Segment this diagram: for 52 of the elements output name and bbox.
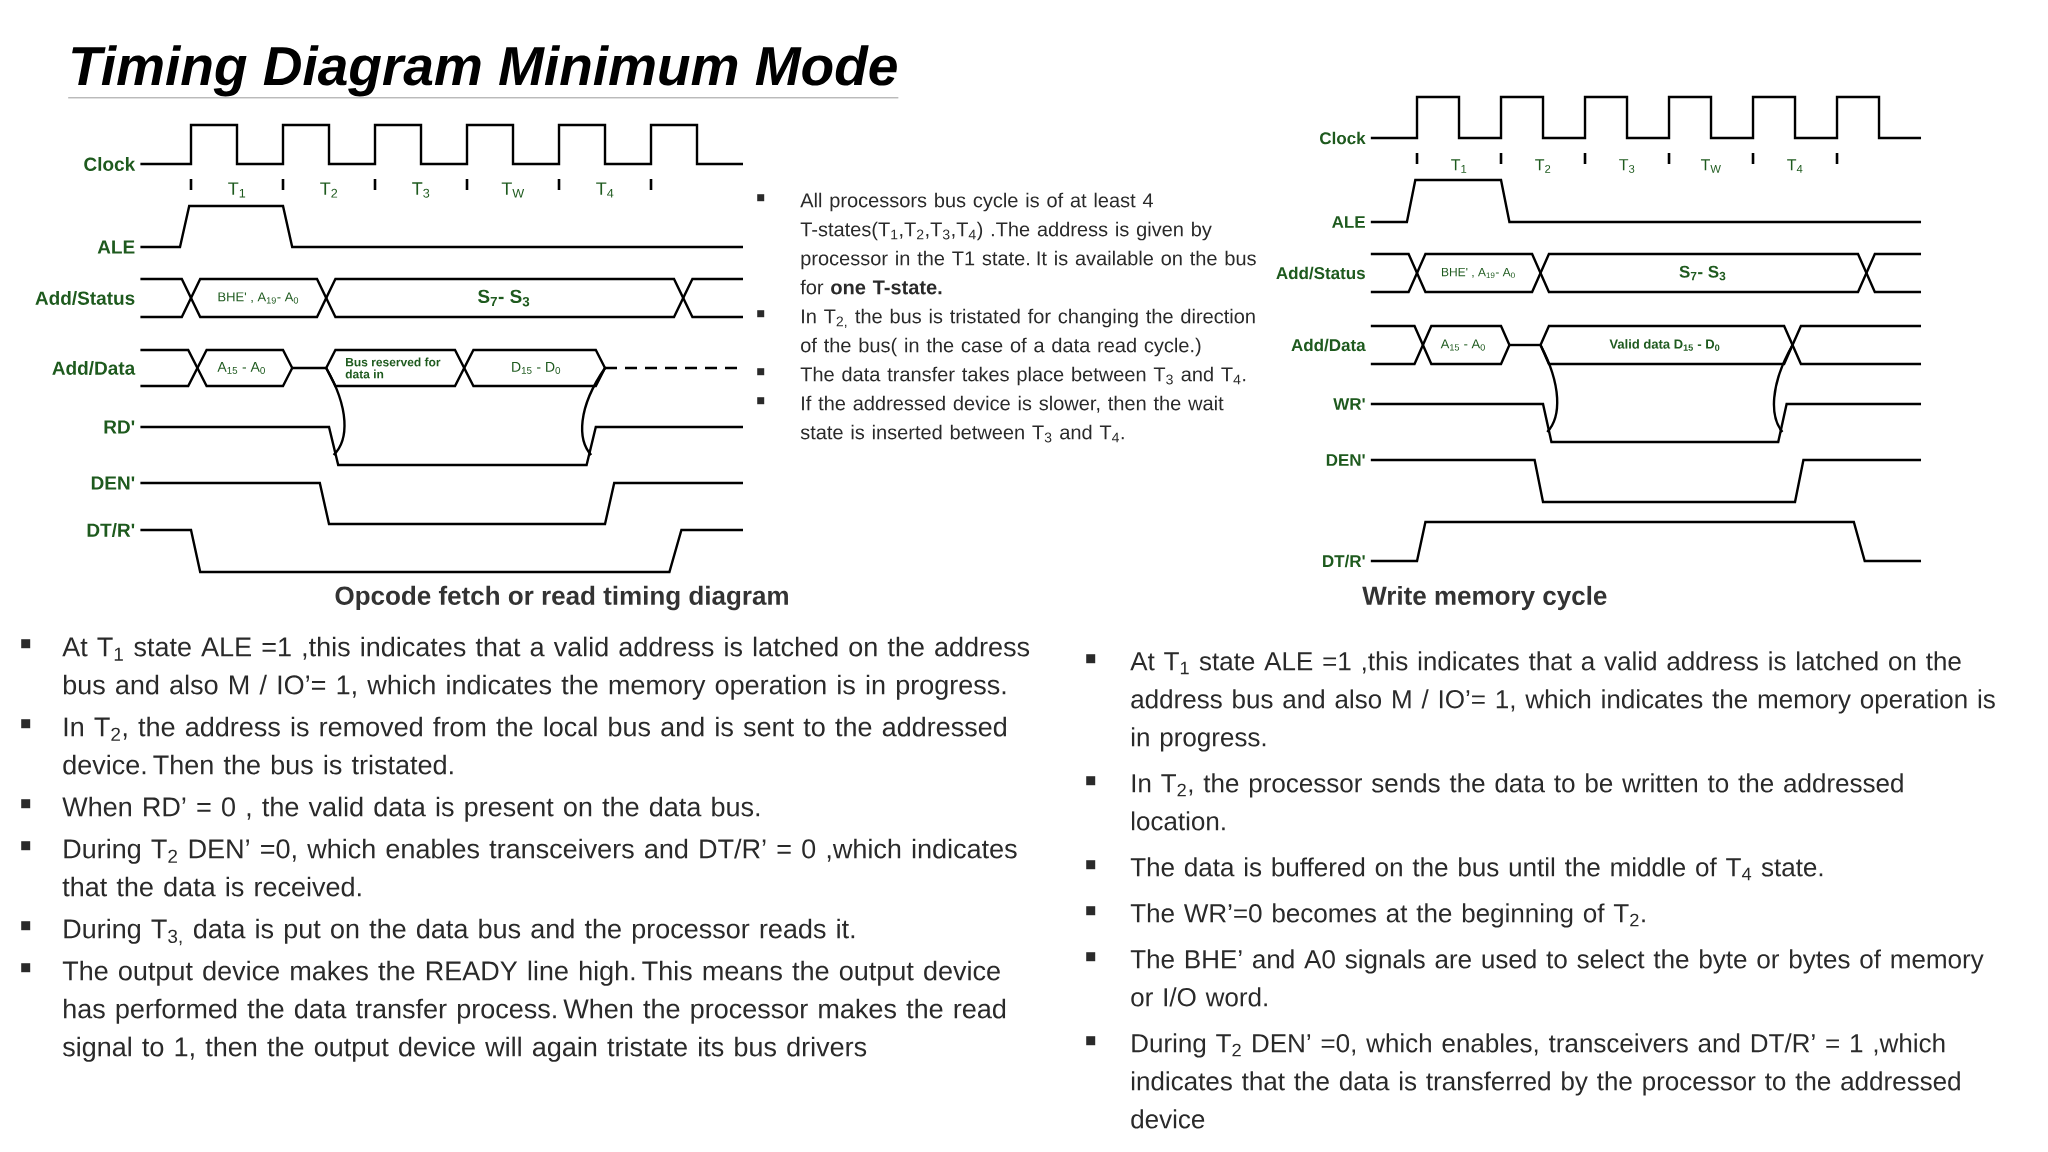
bus-value-label: A$_{15}$ - A$_{0}$ (217, 362, 265, 374)
signal-name: ALE (97, 240, 135, 254)
bullet-text: When RD’ = 0 , the valid data is present on the data bus. (62, 796, 760, 822)
caption: Write memory cycle (1362, 585, 1607, 611)
bullet-text: The data is buffered on the bus until the middle of T$_{4}$ state. (1130, 857, 1823, 881)
bullet-text: In T$_{2}$, the processor sends the data to be written to the addressed location. (1131, 773, 1903, 831)
bus-value-label: BHE' , A$_{19}$- A$_{0}$ (218, 292, 299, 304)
bullet-text: At T$_{1}$ state ALE =1 ,this indicates that a valid address is latched on the address bus and also M / IO’= 1, which indicates the memory operation is in progress. (1130, 651, 1995, 752)
signal-name: Add/Status (35, 290, 135, 306)
bullet-text: If the addressed device is slower, then the wait state is inserted between T$_{3}$ and T$_{4}$. (800, 395, 1224, 443)
t-state-label: T$_{2}$ (1535, 159, 1551, 173)
bus-value-label: A$_{15}$ - A$_{0}$ (1440, 339, 1485, 351)
t-state-label: T$_{1}$ (1451, 159, 1467, 173)
signal-name: ALE (1332, 216, 1365, 228)
t-state-label: T$_{1}$ (228, 182, 246, 198)
signal-name: Add/Status (1276, 266, 1365, 280)
bullet-text: The output device makes the READY line high. This means the output device has performed the data transfer process. When the processor makes the read signal to 1, then the output device will again tristate its bus drivers (62, 960, 1006, 1062)
t-state-label: T$_{W}$ (501, 182, 525, 198)
bullet-text: In T$_{2}$, the address is removed from the local bus and is sent to the addressed device. Then the bus is tristated. (63, 716, 1006, 775)
bullet-text: During T$_{3,}$ data is put on the data bus and the processor reads it. (64, 918, 855, 946)
signal-name: WR' (1333, 398, 1365, 410)
bus-value-label: Valid data D$_{15}$ - D$_{0}$ (1609, 339, 1720, 351)
caption: Opcode fetch or read timing diagram (335, 585, 788, 611)
bus-value-label: D$_{15}$ - D$_{0}$ (512, 362, 561, 374)
title: Timing Diagram Minimum Mode (68, 45, 899, 98)
bullet-text: The BHE’ and A0 signals are used to select the byte or bytes of memory or I/O word. (1130, 949, 1984, 1007)
bus-value-label: S$_{7}$- S$_{3}$ (1679, 265, 1726, 281)
bullet-text: At T$_{1}$ state ALE =1 ,this indicates that a valid address is latched on the address bus and also M / IO’= 1, which indicates the memory operation is in progress. (62, 636, 1030, 700)
bullet-text: During T$_{2}$ DEN’ =0, which enables transceivers and DT/R’ = 0 ,which indicates that the data is received. (62, 838, 1017, 897)
signal-name: Clock (1320, 131, 1366, 145)
signal-name: RD' (104, 420, 135, 434)
bullet-text: In T$_{2,}$ the bus is tristated for changing the direction of the bus( in the case of a data read cycle.) (801, 308, 1255, 357)
bullet-text: The data transfer takes place between T$_{3}$ and T$_{4}$. (800, 366, 1246, 386)
bus-value-label: BHE' , A$_{19}$- A$_{0}$ (1442, 267, 1515, 279)
signal-name: Clock (84, 157, 136, 171)
bus-value-label: Bus reserved for data in (345, 357, 441, 379)
bus-value-label: S$_{7}$- S$_{3}$ (478, 289, 530, 307)
signal-name: Add/Data (1291, 338, 1366, 352)
signal-name: DT/R' (1323, 554, 1365, 568)
signal-name: DT/R' (87, 522, 135, 538)
bullet-text: During T$_{2}$ DEN’ =0, which enables, transceivers and DT/R’ = 1 ,which indicates that the data is transferred by the processor to the addressed device (1131, 1033, 1960, 1129)
t-state-label: T$_{2}$ (320, 182, 338, 198)
t-state-label: T$_{4}$ (1787, 159, 1803, 173)
bullet-text: The WR’=0 becomes at the beginning of T$_{2}$. (1130, 903, 1645, 928)
t-state-label: T$_{3}$ (1619, 159, 1635, 173)
signal-name: Add/Data (52, 360, 136, 376)
t-state-label: T$_{3}$ (412, 182, 430, 198)
bullet-text: All processors bus cycle is of at least 4 T-states(T$_{1}$,T$_{2}$,T$_{3}$,T$_{4}$) .The address is given by processor in the T1 state. It is available on the bus for one T-state. (800, 192, 1256, 295)
t-state-label: T$_{4}$ (596, 182, 614, 198)
signal-name: DEN' (91, 476, 135, 490)
signal-name: DEN' (1326, 454, 1365, 466)
t-state-label: T$_{W}$ (1700, 159, 1721, 173)
